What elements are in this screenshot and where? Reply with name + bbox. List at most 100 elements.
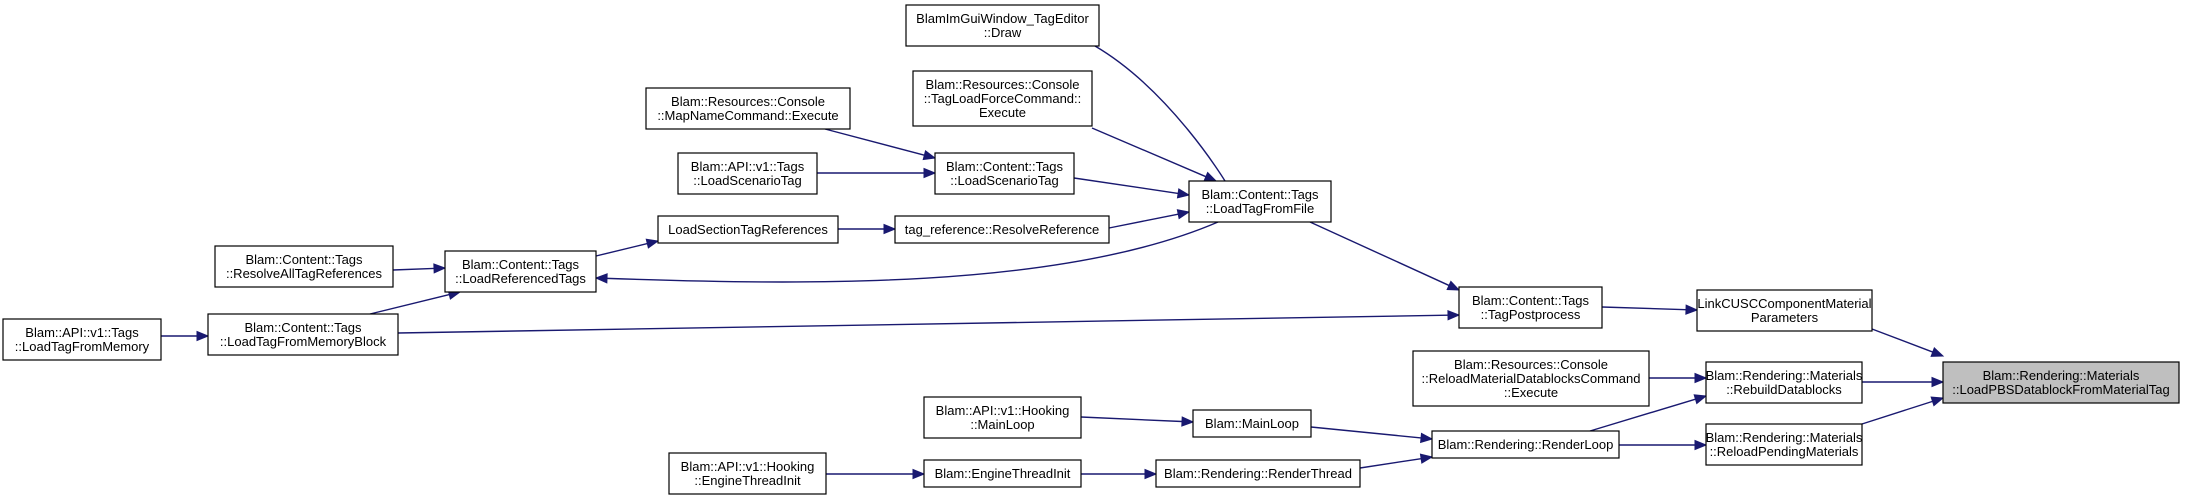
node-label-line: Blam::Content::Tags	[462, 257, 580, 272]
node-label-line: ::EngineThreadInit	[694, 473, 801, 488]
node-box	[1458, 286, 1603, 329]
node-box	[1431, 430, 1620, 459]
edge-line	[397, 314, 1449, 334]
edge-hooking_main_loop-to-main_loop	[1080, 416, 1195, 427]
edge-resolve_all_tag_refs-to-load_referenced_tags	[392, 263, 447, 274]
arrowhead	[196, 330, 210, 342]
node-api-load-tag-from-memory[interactable]: Blam::API::v1::Tags::LoadTagFromMemory	[2, 318, 162, 361]
node-hooking-engine-thread-init[interactable]: Blam::API::v1::Hooking::EngineThreadInit	[668, 452, 827, 495]
node-box	[214, 245, 394, 288]
node-tag-postprocess[interactable]: Blam::Content::Tags::TagPostprocess	[1458, 286, 1603, 329]
node-label-line: Blam::Rendering::Materials	[1706, 430, 1863, 445]
node-box	[1192, 409, 1312, 438]
node-hooking-main-loop[interactable]: Blam::API::v1::Hooking::MainLoop	[923, 396, 1082, 439]
node-load-section-tag-refs[interactable]: LoadSectionTagReferences	[657, 215, 839, 244]
node-engine-thread-init[interactable]: Blam::EngineThreadInit	[923, 459, 1082, 488]
edge-line	[392, 267, 435, 271]
node-label-line: ::MapNameCommand::Execute	[657, 108, 838, 123]
arrowhead	[1930, 396, 1945, 407]
node-box	[677, 152, 818, 195]
arrowhead	[1685, 304, 1699, 315]
node-box	[923, 459, 1082, 488]
arrowhead	[1176, 188, 1191, 199]
node-box	[668, 452, 827, 495]
node-label-line: ::TagPostprocess	[1481, 307, 1581, 322]
edge-line	[1359, 457, 1422, 469]
edge-engine_thread_init-to-render_thread	[1081, 468, 1158, 480]
node-label-line: ::ReloadPendingMaterials	[1710, 444, 1859, 459]
node-label-line: Blam::Rendering::RenderLoop	[1438, 437, 1614, 452]
node-reload-material-cmd[interactable]: Blam::Resources::Console::ReloadMaterial…	[1412, 350, 1650, 407]
edge-render_thread-to-render_loop	[1359, 453, 1434, 469]
node-label-line: Blam::API::v1::Tags	[691, 159, 805, 174]
edge-rebuild_datablocks-to-load_pbs	[1862, 376, 1945, 388]
node-load-tag-from-memory-block[interactable]: Blam::Content::Tags::LoadTagFromMemoryBl…	[207, 313, 399, 356]
arrowhead	[1447, 309, 1461, 321]
node-label-line: Blam::Rendering::RenderThread	[1164, 466, 1352, 481]
node-label-line: ::RebuildDatablocks	[1726, 382, 1842, 397]
node-reload-pending[interactable]: Blam::Rendering::Materials::ReloadPendin…	[1705, 423, 1863, 466]
arrowhead	[883, 223, 897, 235]
edge-line	[1601, 306, 1687, 311]
node-content-load-scenario[interactable]: Blam::Content::Tags::LoadScenarioTag	[934, 152, 1075, 195]
node-label-line: Blam::Resources::Console	[671, 94, 825, 109]
edge-load_referenced_tags-to-load_section_tag_refs	[595, 238, 660, 257]
edge-line	[1861, 400, 1933, 425]
node-label-line: Blam::API::v1::Hooking	[681, 459, 815, 474]
node-label-line: ::TagLoadForceCommand::	[924, 91, 1082, 106]
node-label-line: ::LoadReferencedTags	[455, 271, 586, 286]
edge-line	[1094, 45, 1226, 182]
node-label-line: Blam::Resources::Console	[1454, 357, 1608, 372]
node-label-line: ::Execute	[1504, 385, 1558, 400]
node-api-load-scenario[interactable]: Blam::API::v1::Tags::LoadScenarioTag	[677, 152, 818, 195]
node-box	[1705, 423, 1863, 466]
node-load-pbs[interactable]: Blam::Rendering::Materials::LoadPBSDatab…	[1942, 361, 2180, 404]
node-label-line: Blam::Content::Tags	[245, 252, 363, 267]
edge-api_load_tag_from_memory-to-load_tag_from_memory_block	[161, 330, 210, 342]
edge-resolve_reference-to-load_tag_from_file	[1108, 209, 1191, 229]
node-box	[645, 87, 851, 130]
node-box	[934, 152, 1075, 195]
edge-line	[606, 221, 1219, 283]
arrowhead	[1694, 372, 1708, 384]
node-label-line: ::Draw	[984, 25, 1022, 40]
node-box	[207, 313, 399, 356]
node-label-line: Blam::EngineThreadInit	[935, 466, 1071, 481]
node-load-referenced-tags[interactable]: Blam::Content::Tags::LoadReferencedTags	[444, 250, 597, 293]
node-label-line: ::ResolveAllTagReferences	[226, 266, 383, 281]
node-label-line: Execute	[979, 105, 1026, 120]
node-resolve-reference[interactable]: tag_reference::ResolveReference	[894, 215, 1110, 244]
edge-line	[595, 242, 648, 257]
arrowhead	[922, 149, 937, 161]
edge-load_tag_from_file-to-load_referenced_tags	[594, 221, 1219, 284]
arrowhead	[1176, 209, 1191, 220]
arrowhead	[1930, 347, 1945, 357]
edge-load_tag_from_memory_block-to-tag_postprocess	[397, 309, 1461, 334]
edge-line	[1589, 398, 1696, 432]
node-label-line: Blam::MainLoop	[1205, 416, 1299, 431]
node-mapname-cmd[interactable]: Blam::Resources::Console::MapNameCommand…	[645, 87, 851, 130]
node-box	[2, 318, 162, 361]
edge-render_loop-to-reload_pending	[1619, 439, 1708, 451]
node-rebuild-datablocks[interactable]: Blam::Rendering::Materials::RebuildDatab…	[1705, 361, 1863, 404]
edge-line	[1091, 127, 1207, 178]
call-graph-nodes: Blam::Rendering::Materials::LoadPBSDatab…	[2, 4, 2180, 495]
node-label-line: ::LoadTagFromMemory	[15, 339, 150, 354]
node-label-line: Parameters	[1751, 310, 1819, 325]
node-render-thread[interactable]: Blam::Rendering::RenderThread	[1155, 459, 1361, 488]
node-load-tag-from-file[interactable]: Blam::Content::Tags::LoadTagFromFile	[1188, 180, 1332, 223]
node-tag-editor-draw[interactable]: BlamImGuiWindow_TagEditor::Draw	[905, 4, 1100, 47]
node-box	[905, 4, 1100, 47]
edge-line	[824, 128, 925, 156]
edge-load_tag_from_memory_block-to-load_referenced_tags	[369, 289, 462, 315]
edge-reload_pending-to-load_pbs	[1861, 396, 1945, 425]
node-tagload-force-cmd[interactable]: Blam::Resources::Console::TagLoadForceCo…	[912, 70, 1093, 127]
node-label-line: ::LoadTagFromFile	[1206, 201, 1314, 216]
node-main-loop[interactable]: Blam::MainLoop	[1192, 409, 1312, 438]
edge-line	[1073, 177, 1179, 195]
arrowhead	[912, 468, 926, 480]
node-resolve-all-tag-refs[interactable]: Blam::Content::Tags::ResolveAllTagRefere…	[214, 245, 394, 288]
edge-line	[1871, 328, 1933, 353]
node-render-loop[interactable]: Blam::Rendering::RenderLoop	[1431, 430, 1620, 459]
